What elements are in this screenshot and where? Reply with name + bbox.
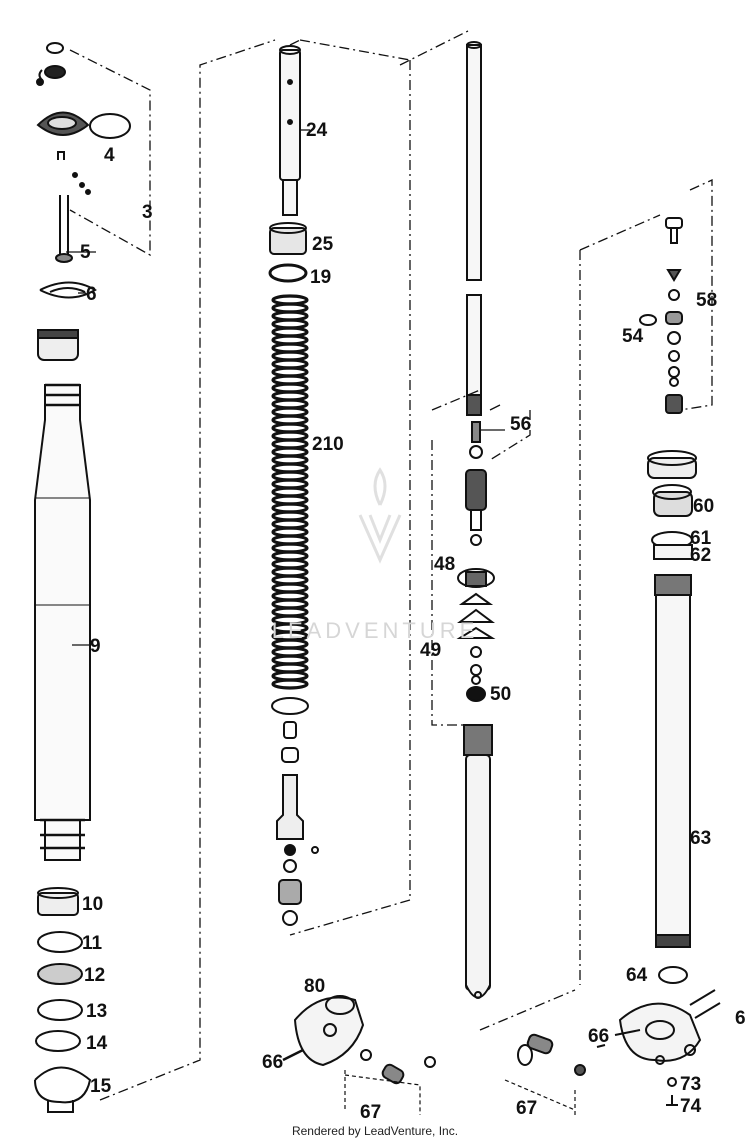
label-15: 15	[90, 1076, 112, 1097]
label-58: 58	[696, 290, 717, 311]
label-63: 63	[690, 828, 711, 849]
label-13: 13	[86, 1001, 107, 1022]
label-61: 61	[690, 528, 712, 549]
bottom-axle-clamp-group	[282, 995, 586, 1115]
label-24: 24	[306, 120, 328, 141]
label-56: 56	[510, 414, 531, 435]
label-80: 80	[304, 976, 325, 997]
label-4: 4	[104, 145, 115, 166]
label-11: 11	[82, 933, 103, 954]
label-10: 10	[82, 894, 103, 915]
label-48: 48	[434, 554, 455, 575]
column-2-damper-rod-group	[268, 39, 411, 936]
label-54: 54	[622, 326, 644, 347]
label-50: 50	[490, 684, 511, 705]
label-19: 19	[310, 267, 331, 288]
label-9: 9	[90, 636, 101, 657]
column-1-outer-tube-group	[34, 39, 276, 1113]
watermark	[358, 467, 402, 564]
column-4-inner-tube-group	[579, 178, 721, 1106]
label-73: 73	[680, 1074, 701, 1095]
label-64: 64	[626, 965, 648, 986]
label-66-left: 66	[262, 1052, 283, 1073]
label-74: 74	[680, 1096, 702, 1117]
label-62: 62	[690, 545, 711, 566]
label-210: 210	[312, 434, 344, 455]
label-67-left: 67	[360, 1102, 381, 1123]
label-12: 12	[84, 965, 105, 986]
label-66-right: 66	[588, 1026, 609, 1047]
label-3: 3	[142, 202, 153, 223]
column-3-damper-cartridge-group	[399, 29, 576, 1031]
label-60: 60	[693, 496, 714, 517]
label-6-right: 6	[735, 1008, 746, 1029]
watermark-text: LEADVENTURE	[272, 618, 479, 643]
label-5: 5	[80, 242, 91, 263]
label-67-right: 67	[516, 1098, 537, 1119]
footer-credit: Rendered by LeadVenture, Inc.	[291, 1124, 459, 1138]
label-6: 6	[86, 284, 97, 305]
label-25: 25	[312, 234, 334, 255]
label-14: 14	[86, 1033, 108, 1054]
part-number-labels: 3 4 5 6 9 10 11 12 13 14 15 24 25 19 210…	[80, 120, 746, 1123]
label-49: 49	[420, 640, 441, 661]
spring-coil	[271, 678, 309, 690]
